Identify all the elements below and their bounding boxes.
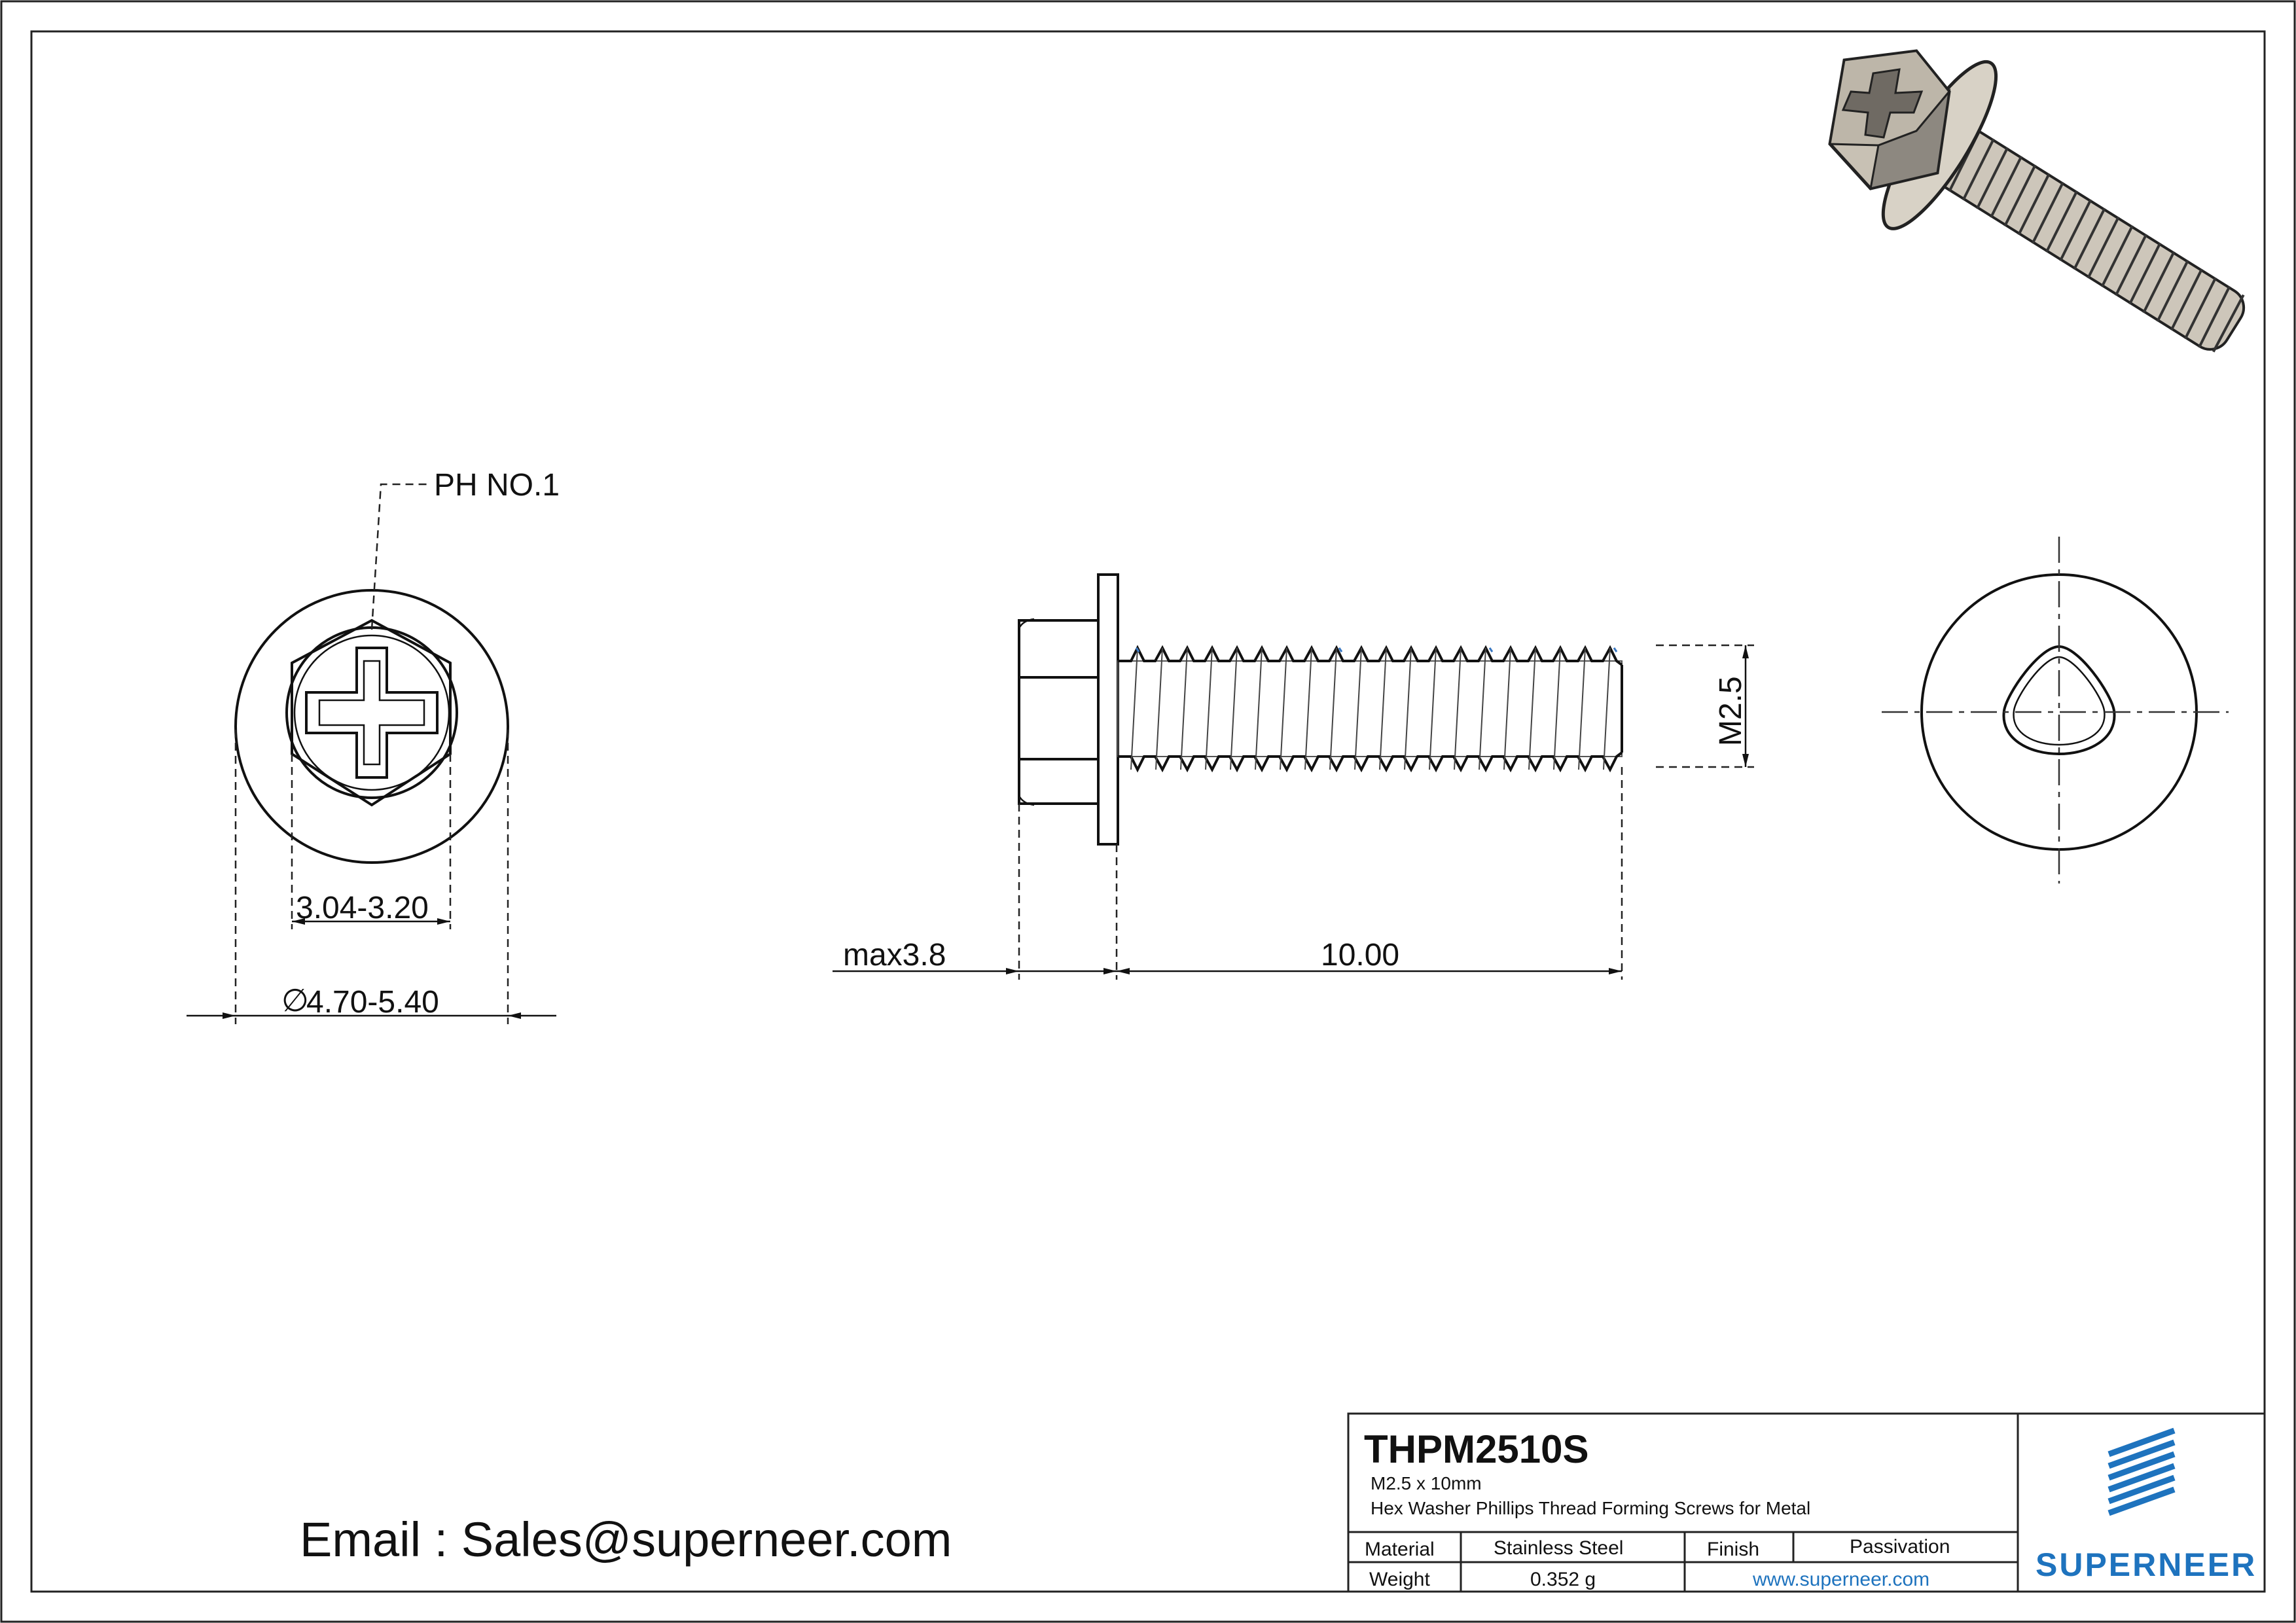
top-view: PH NO.1 3.04-3.20 ∅ 4.70-5.40	[187, 468, 560, 1024]
drive-leader	[370, 483, 429, 630]
isometric-render	[1828, 49, 2246, 353]
dim-dia-text: 4.70-5.40	[306, 985, 439, 1020]
part-size: M2.5 x 10mm	[1371, 1473, 1482, 1493]
brand-name: SUPERNEER	[2036, 1546, 2257, 1583]
dim-af-text: 3.04-3.20	[296, 891, 429, 925]
thread-bottom	[1118, 751, 1623, 773]
hex-outline	[291, 618, 452, 807]
hex-chamfer	[1018, 618, 1035, 806]
dim-length-text: 10.00	[1321, 938, 1399, 972]
weight-value: 0.352 g	[1530, 1569, 1596, 1590]
material-value: Stainless Steel	[1494, 1537, 1623, 1559]
washer-flange	[1097, 573, 1119, 846]
part-number: THPM2510S	[1364, 1427, 1588, 1471]
finish-label: Finish	[1707, 1539, 1759, 1560]
inner-border	[30, 30, 2266, 1593]
washer-outline	[234, 589, 509, 864]
hex-head-profile	[1018, 619, 1100, 805]
trilobular-inner	[2013, 656, 2106, 746]
email-line: Email : Sales@superneer.com	[300, 1512, 952, 1567]
drive-callout: PH NO.1	[434, 468, 560, 503]
render-phillips-recess	[1841, 68, 1924, 139]
website-link[interactable]: www.superneer.com	[1752, 1569, 1929, 1590]
recess-circle-inner	[293, 634, 450, 791]
material-label: Material	[1365, 1539, 1435, 1560]
part-description: Hex Washer Phillips Thread Forming Screw…	[1371, 1498, 1810, 1518]
trilobular-outer	[2002, 645, 2116, 756]
thread-top	[1118, 645, 1623, 666]
recess-circle-outer	[285, 626, 458, 799]
phillips-cross-inner	[318, 660, 425, 766]
thread-slant-lines	[1130, 647, 1611, 770]
superneer-logo-icon	[2108, 1427, 2176, 1516]
side-view: M2.5 max3.8 10.00	[833, 573, 1754, 980]
diameter-symbol: ∅	[281, 984, 309, 1018]
end-view	[1882, 537, 2229, 883]
dim-thread-text: M2.5	[1713, 676, 1748, 746]
weight-label: Weight	[1369, 1569, 1430, 1590]
phillips-cross	[305, 647, 439, 779]
shank-core	[1117, 660, 1623, 757]
title-block: THPM2510S M2.5 x 10mm Hex Washer Phillip…	[1347, 1412, 2266, 1593]
finish-value: Passivation	[1850, 1536, 1950, 1558]
dim-head-text: max3.8	[843, 938, 946, 972]
thread-accent-marks	[1135, 647, 1618, 652]
